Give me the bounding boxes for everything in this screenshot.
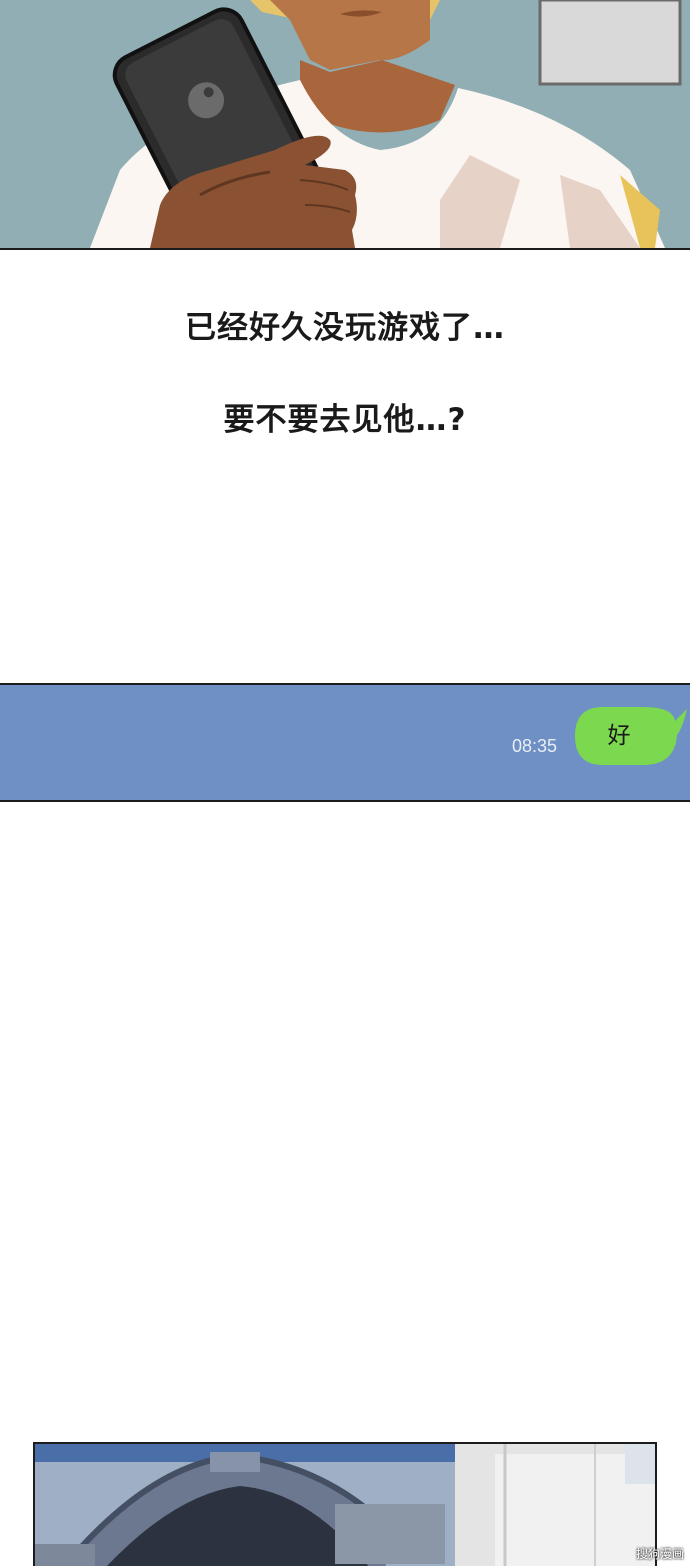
- narration-caption: 已经好久没玩游戏了…: [185, 310, 505, 346]
- watermark-text: 搜狗漫画: [635, 1547, 684, 1561]
- speech-bubble-icon: [575, 707, 687, 765]
- sent-message-bubble: 好: [573, 705, 687, 767]
- message-text: 好: [607, 723, 631, 749]
- narration-caption: 要不要去见他…?: [223, 402, 467, 438]
- message-timestamp: 08:35: [512, 736, 558, 756]
- top-illustration-panel: [0, 0, 690, 250]
- chat-message-strip: [0, 683, 690, 802]
- bottom-illustration-panel: [33, 1442, 657, 1566]
